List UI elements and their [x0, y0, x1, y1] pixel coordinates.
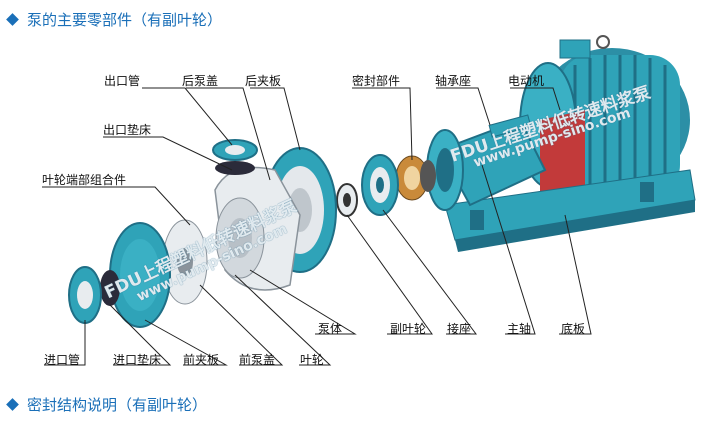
- impeller-shape: [162, 219, 208, 305]
- inlet-pipe-shape: [68, 266, 120, 324]
- diamond-bullet-icon: [6, 398, 19, 411]
- auxiliary-impeller-shape: [336, 183, 358, 217]
- connector-seat-shape: [361, 154, 399, 216]
- label-impeller-end-assembly: 叶轮端部组合件: [42, 173, 127, 187]
- seal-section-title: 密封结构说明（有副叶轮）: [27, 396, 208, 414]
- seal-parts-shape: [395, 155, 436, 201]
- front-clamp-plate-shape: [109, 222, 171, 328]
- label-motor: 电动机: [508, 74, 545, 88]
- bearing-seat-shape: [426, 114, 547, 211]
- label-main-shaft: 主轴: [507, 322, 532, 336]
- parts-section-title: 泵的主要零部件（有副叶轮）: [27, 11, 223, 29]
- label-pump-body: 泵体: [318, 322, 343, 336]
- label-bearing-seat: 轴承座: [435, 74, 472, 88]
- label-front-pump-cover: 前泵盖: [239, 353, 276, 367]
- label-impeller: 叶轮: [300, 353, 325, 367]
- label-seal-parts: 密封部件: [352, 74, 401, 88]
- label-auxiliary-impeller: 副叶轮: [390, 322, 427, 336]
- label-inlet-pipe: 进口管: [44, 353, 81, 367]
- seal-section-heading: 密封结构说明（有副叶轮）: [6, 394, 208, 415]
- outlet-pipe-shape: [212, 139, 258, 175]
- base-plate-shape: [444, 169, 696, 252]
- label-outlet-gasket: 出口垫床: [103, 123, 152, 137]
- label-front-clamp-plate: 前夹板: [183, 353, 220, 367]
- label-rear-clamp-plate: 后夹板: [245, 74, 282, 88]
- label-inlet-gasket: 进口垫床: [113, 353, 162, 367]
- label-rear-pump-cover: 后泵盖: [182, 74, 219, 88]
- label-outlet-pipe: 出口管: [104, 74, 141, 88]
- leader-lines: [42, 87, 592, 366]
- motor-assembly: [519, 35, 690, 195]
- label-base-plate: 底板: [561, 322, 586, 336]
- label-connector-seat: 接座: [447, 322, 472, 336]
- parts-section-heading: 泵的主要零部件（有副叶轮）: [6, 9, 223, 30]
- pump-body-shape: [214, 166, 301, 291]
